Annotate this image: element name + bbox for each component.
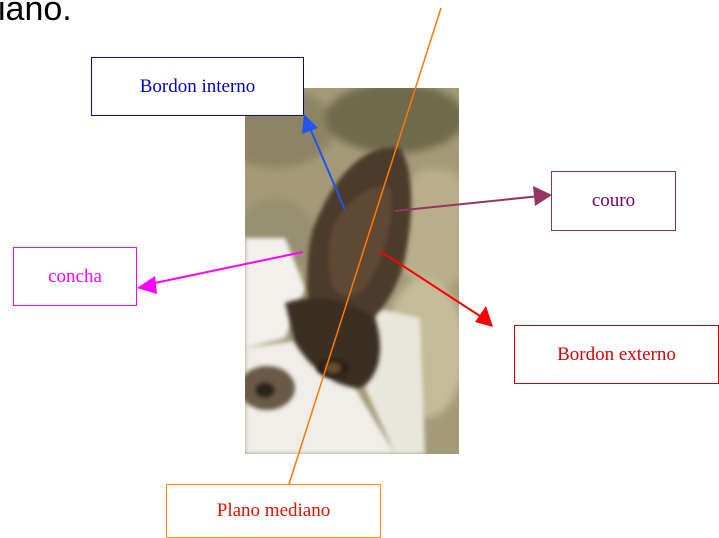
label-bordon-externo: Bordon externo (514, 325, 719, 384)
couro-arrow-line (394, 195, 541, 212)
plano-mediano-line (288, 7, 442, 485)
bordon-externo-arrowhead (475, 306, 493, 327)
page-heading-fragment: iano. (0, 0, 72, 28)
bordon-interno-arrow-line (309, 127, 346, 211)
couro-arrowhead (533, 186, 552, 206)
bordon-externo-arrow-line (379, 250, 484, 319)
label-plano-mediano: Plano mediano (166, 484, 381, 538)
dog-ear-photo (245, 88, 459, 454)
concha-arrow-line (149, 251, 304, 285)
label-couro: couro (551, 171, 676, 231)
label-bordon-interno: Bordon interno (91, 57, 304, 116)
label-concha: concha (13, 247, 137, 306)
bordon-interno-arrowhead (302, 114, 318, 134)
concha-arrowhead (137, 276, 157, 294)
